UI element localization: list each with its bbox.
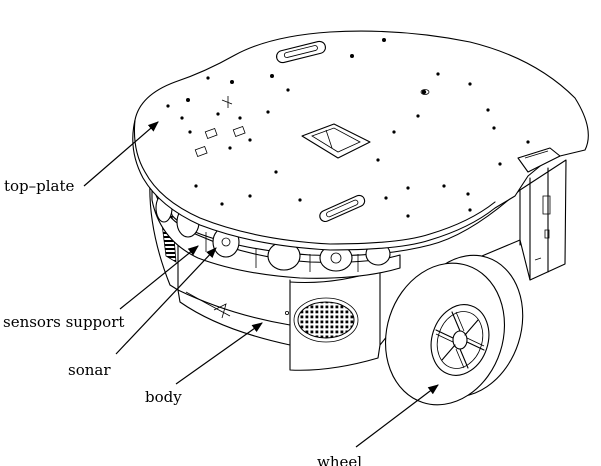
labels: top–plate sensors support sonar body whe… [3,177,362,466]
label-sonar: sonar [68,361,111,379]
body-arrow [175,322,263,385]
wheel [384,254,524,406]
top-plate-arrow [83,121,159,187]
wheel-arrow [355,384,439,448]
label-body: body [145,388,182,406]
top-plate [132,30,589,251]
sonar-arrow [115,247,217,355]
label-sensors-support: sensors support [3,313,124,331]
label-wheel: wheel [317,453,362,466]
sensors-support-arrow [119,245,199,310]
leader-arrows [83,121,439,448]
label-top-plate: top–plate [4,177,75,195]
wheel-hub [435,311,485,369]
